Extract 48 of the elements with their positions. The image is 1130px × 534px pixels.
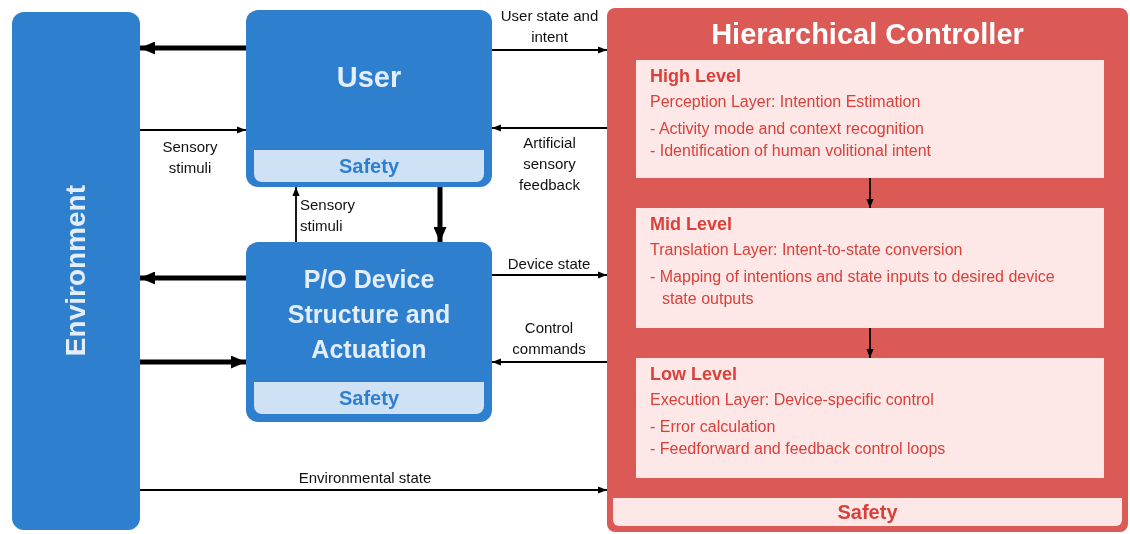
- level-panel: [636, 208, 1104, 328]
- controller-title: Hierarchical Controller: [710, 18, 1025, 51]
- level-heading: High Level: [650, 66, 743, 87]
- user-label: User: [335, 60, 403, 95]
- bullet-item: - Mapping of intentions and state inputs to desired device state outputs: [650, 267, 1056, 309]
- level-panel: [636, 60, 1104, 178]
- user-box: [246, 10, 492, 187]
- controller-panel: [607, 8, 1128, 532]
- arrow: [491, 46, 608, 54]
- layer-description: Translation Layer: Intent-to-state conversion: [650, 241, 964, 259]
- layer-description: Execution Layer: Device-specific control: [650, 391, 935, 409]
- safety-label: Safety: [339, 154, 399, 178]
- device-box: [246, 242, 492, 422]
- safety-band: [613, 498, 1122, 526]
- edge-label: Artificial sensory feedback: [518, 133, 581, 195]
- layer-description: Perception Layer: Intention Estimation: [650, 93, 922, 111]
- safety-label: Safety: [339, 386, 399, 410]
- arrow: [140, 41, 246, 55]
- arrow: [139, 126, 247, 134]
- safety-label: Safety: [837, 500, 898, 524]
- edge-label: User state and intent: [499, 6, 600, 47]
- safety-band: [254, 382, 484, 414]
- arrow: [140, 271, 246, 285]
- bullet-item: - Error calculation: [650, 417, 777, 437]
- arrow: [140, 355, 246, 369]
- arrow: [433, 187, 447, 242]
- arrow: [292, 186, 300, 243]
- safety-band: [254, 150, 484, 182]
- bullet-item: - Identification of human volitional intent: [650, 141, 933, 161]
- arrow: [491, 271, 608, 279]
- edge-label: Device state: [506, 254, 592, 274]
- arrow: [866, 327, 874, 359]
- bullet-item: - Feedforward and feedback control loops: [650, 439, 947, 459]
- environment-bar: [12, 12, 140, 530]
- edge-label: Sensory stimuli: [161, 137, 219, 178]
- edge-label: Control commands: [511, 318, 587, 359]
- level-heading: Mid Level: [650, 214, 734, 235]
- level-heading: Low Level: [650, 364, 739, 385]
- edge-label: Environmental state: [297, 468, 433, 488]
- edge-label: Sensory stimuli: [300, 195, 357, 236]
- device-label: P/O Device Structure and Actuation: [286, 264, 452, 365]
- environment-label: Environment: [60, 185, 92, 357]
- arrow: [491, 124, 608, 132]
- arrow: [139, 486, 608, 494]
- arrow: [866, 177, 874, 209]
- arrow: [491, 358, 608, 366]
- bullet-item: - Activity mode and context recognition: [650, 119, 925, 139]
- level-panel: [636, 358, 1104, 478]
